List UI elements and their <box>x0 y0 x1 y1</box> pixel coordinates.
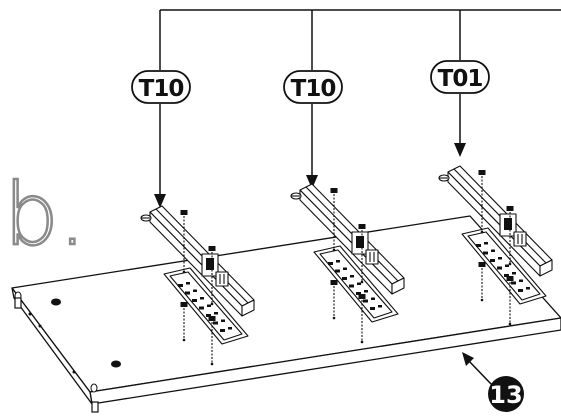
callout-t10-middle: T10 <box>283 70 343 104</box>
plate-slot <box>526 287 530 290</box>
plate-slot <box>518 289 523 292</box>
plate-slot <box>343 267 347 270</box>
plate-slot <box>214 312 218 315</box>
plate-slot <box>378 305 382 308</box>
plate-slot <box>206 314 211 317</box>
screw-head <box>478 262 486 267</box>
step-letter: b. <box>4 165 86 265</box>
plate-slot <box>504 274 509 277</box>
plate-slot <box>207 304 211 307</box>
plate-slot <box>497 266 502 270</box>
plate-slot <box>484 242 488 245</box>
plate-slot <box>336 260 340 263</box>
plate-slot <box>371 297 375 300</box>
plate-slot <box>483 251 488 255</box>
plate-slot <box>199 306 204 310</box>
hinge-assemblies <box>140 165 553 366</box>
hinge-assembly-right <box>438 165 553 326</box>
part-13-callout: 13 <box>462 352 524 412</box>
plate-slot <box>220 329 225 332</box>
plate-slot <box>519 279 523 282</box>
screw-head <box>208 316 216 321</box>
panel-board <box>11 215 561 405</box>
plate-slot <box>186 282 190 285</box>
plate-slot <box>342 277 347 280</box>
plate-slot <box>335 269 340 273</box>
hinge-assembly-left <box>140 205 255 366</box>
plate-slot <box>364 290 368 293</box>
plate-slot <box>328 262 333 265</box>
plate-slot <box>178 284 183 287</box>
screw-head <box>358 294 366 299</box>
plate-slot <box>357 282 361 285</box>
plate-slot <box>193 289 197 292</box>
callout-label: T10 <box>139 76 184 102</box>
screw-head <box>330 280 338 285</box>
screw-head <box>208 246 216 251</box>
plate-slot <box>185 291 190 295</box>
arrowheads <box>154 143 466 208</box>
plate-slot <box>192 299 197 302</box>
plate-slot <box>511 281 516 285</box>
screw-head <box>478 170 486 175</box>
plate-slot <box>356 292 361 295</box>
plate-slot <box>498 257 502 260</box>
plate-slot <box>213 321 218 325</box>
plate-slot <box>200 297 204 300</box>
screw-head <box>506 276 514 281</box>
mounting-plate <box>163 267 249 345</box>
leader-lines <box>159 9 561 196</box>
screw-head <box>506 206 514 211</box>
screw-head <box>180 302 188 307</box>
plate-slot <box>370 307 375 310</box>
mounting-plate <box>313 245 399 323</box>
callout-label: T10 <box>291 76 336 102</box>
screw-head <box>330 188 338 193</box>
plate-slot <box>221 319 225 322</box>
screw-head <box>180 210 188 215</box>
plate-slot <box>512 272 516 275</box>
hinge-assembly-middle <box>290 183 405 344</box>
plate-slot <box>476 244 481 247</box>
callout-t01-right: T01 <box>430 60 490 94</box>
plate-slot <box>490 259 495 262</box>
part-number: 13 <box>489 381 522 409</box>
plate-slot <box>349 284 354 288</box>
plate-slot <box>350 275 354 278</box>
board-edge-pins <box>14 297 99 413</box>
callout-t10-left: T10 <box>131 70 191 104</box>
plate-slot <box>505 264 509 267</box>
plate-slot <box>491 249 495 252</box>
plate-slot <box>228 327 232 330</box>
plate-slot <box>363 299 368 303</box>
mounting-plate <box>461 227 547 305</box>
screw-head <box>358 224 366 229</box>
callout-label: T01 <box>438 66 483 92</box>
